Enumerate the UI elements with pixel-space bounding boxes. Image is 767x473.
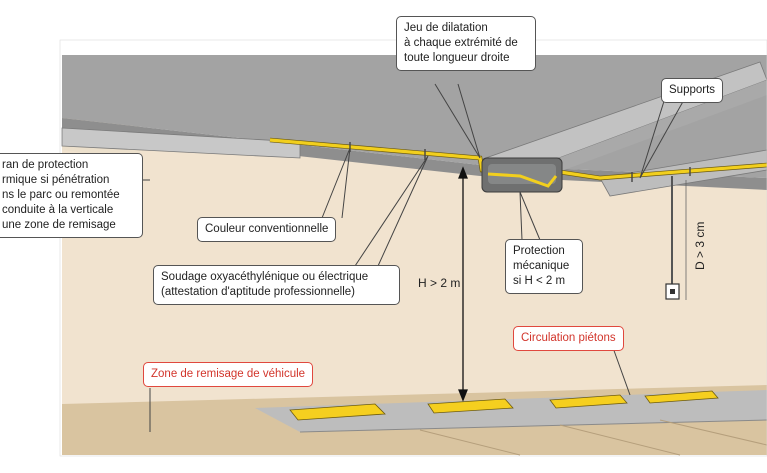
diagonal-beam-side xyxy=(500,80,767,190)
thermal-screen-label: ran de protection rmique si pénétration … xyxy=(0,153,143,238)
conventional-color-label: Couleur conventionnelle xyxy=(197,217,337,242)
wheel-stops xyxy=(289,390,719,421)
wheel-stop xyxy=(289,403,386,421)
ceiling-shadow xyxy=(62,118,767,190)
expansion-joint-label: Jeu de dilatation à chaque extrémité de … xyxy=(396,16,536,71)
wheel-stop xyxy=(549,394,628,409)
pedestrian-circulation-label: Circulation piétons xyxy=(513,326,624,351)
welding-label: Soudage oxyacéthylénique ou électrique (… xyxy=(153,265,400,305)
wall-outlet-icon xyxy=(665,283,680,300)
wheel-stop xyxy=(427,398,514,414)
floor-walkway xyxy=(255,390,767,432)
mechanical-protection-label: Protection mécanique si H < 2 m xyxy=(505,239,583,294)
left-beam xyxy=(61,127,301,159)
vehicle-parking-zone-label: Zone de remisage de véhicule xyxy=(143,362,314,387)
height-arrow xyxy=(458,166,468,402)
wheel-stop xyxy=(644,390,719,404)
distance-label: D > 3 cm xyxy=(693,221,707,270)
supports-label: Supports xyxy=(661,78,724,103)
height-label: H > 2 m xyxy=(418,276,461,290)
